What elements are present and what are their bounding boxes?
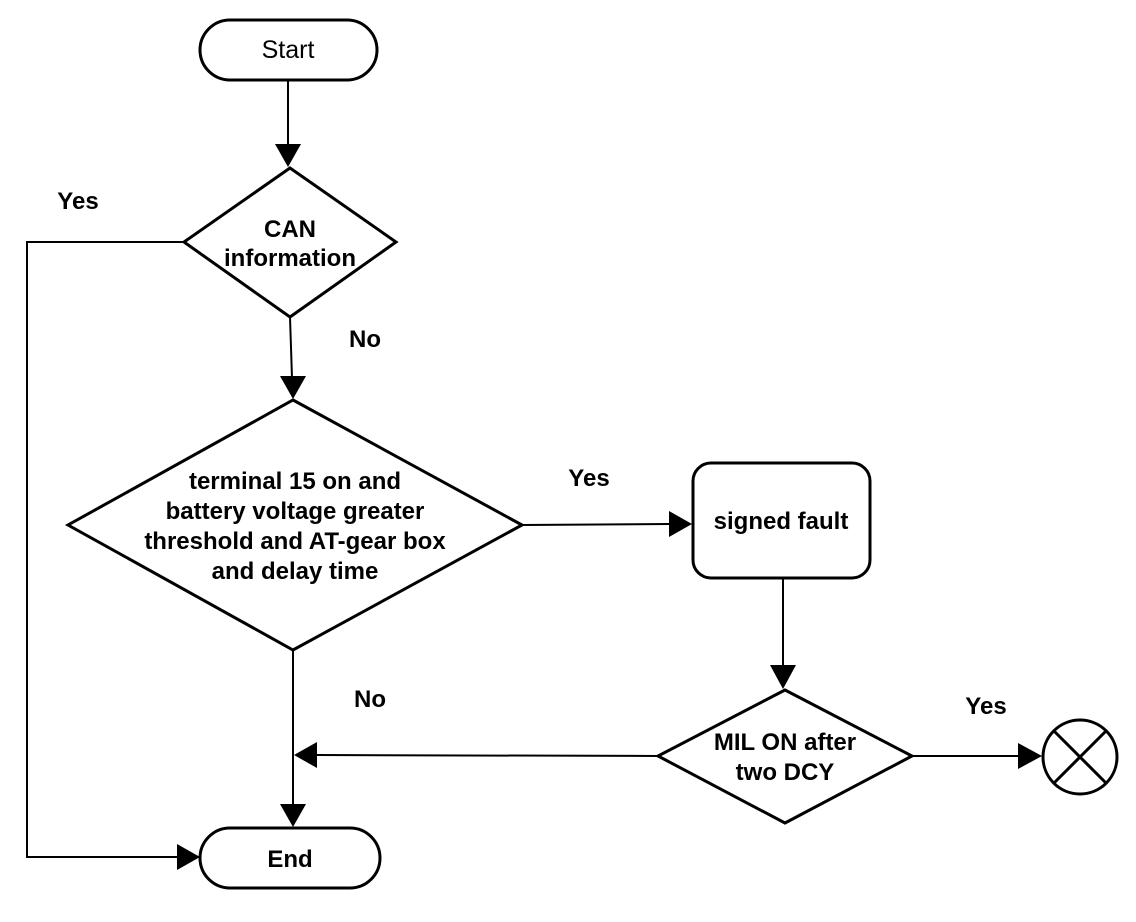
arrowhead-can-yes (177, 844, 200, 870)
mil-decision-label-line2: two DCY (736, 759, 835, 786)
edge-label-mil-no: No (354, 686, 386, 713)
edge-label-can-no: No (349, 326, 381, 353)
can-decision-label-line1: CAN (264, 216, 316, 243)
mil-decision-diamond (654, 688, 916, 825)
edge-main-yes (521, 523, 671, 526)
mil-decision-label-line1: MIL ON after (714, 729, 856, 756)
main-decision-label-line1: terminal 15 on and (189, 468, 401, 495)
start-node (198, 18, 379, 82)
can-decision-label-line2: information (224, 245, 356, 272)
end-label: End (267, 846, 312, 873)
arrowhead-mil-yes (1018, 743, 1042, 769)
arrowhead-can-no (280, 376, 306, 399)
start-label: Start (262, 36, 315, 64)
arrowhead-fault-to-mil (770, 665, 796, 689)
edge-mil-no (316, 754, 659, 757)
signed-fault-label: signed fault (714, 508, 849, 535)
main-decision-label-line4: and delay time (212, 558, 379, 585)
arrowhead-mil-no (294, 742, 317, 768)
arrowhead-start-to-can (275, 144, 301, 167)
main-decision-label-line2: battery voltage greater (166, 498, 425, 525)
main-decision-label-line3: threshold and AT-gear box (144, 528, 446, 555)
arrowhead-main-no (280, 804, 306, 827)
signed-fault-box (691, 461, 872, 580)
edge-label-mil-yes: Yes (965, 693, 1006, 720)
arrowhead-main-yes (669, 511, 692, 537)
edge-label-can-yes: Yes (57, 188, 98, 215)
edge-can-yes-loop (26, 241, 184, 858)
main-decision-diamond (64, 398, 526, 652)
end-node (198, 826, 382, 890)
edge-label-main-yes: Yes (568, 465, 609, 492)
offpage-connector-icon (1041, 718, 1119, 796)
offpage-connector-cross-line2 (1052, 729, 1108, 785)
edge-can-no (289, 316, 293, 379)
can-decision-diamond (181, 166, 399, 319)
